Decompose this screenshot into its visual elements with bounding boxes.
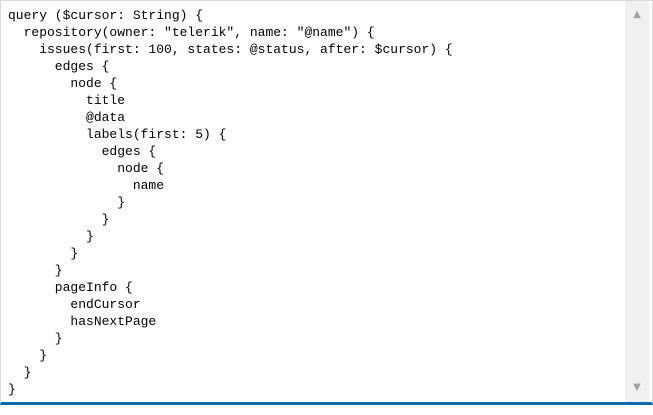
scroll-up-arrow-icon[interactable]: ▲ [633,9,641,20]
scroll-down-arrow-icon[interactable]: ▼ [633,382,641,393]
query-code-text[interactable]: query ($cursor: String) { repository(own… [8,8,453,397]
vertical-scrollbar[interactable]: ▲ ▼ [625,1,649,402]
query-textarea[interactable]: query ($cursor: String) { repository(own… [0,0,653,405]
